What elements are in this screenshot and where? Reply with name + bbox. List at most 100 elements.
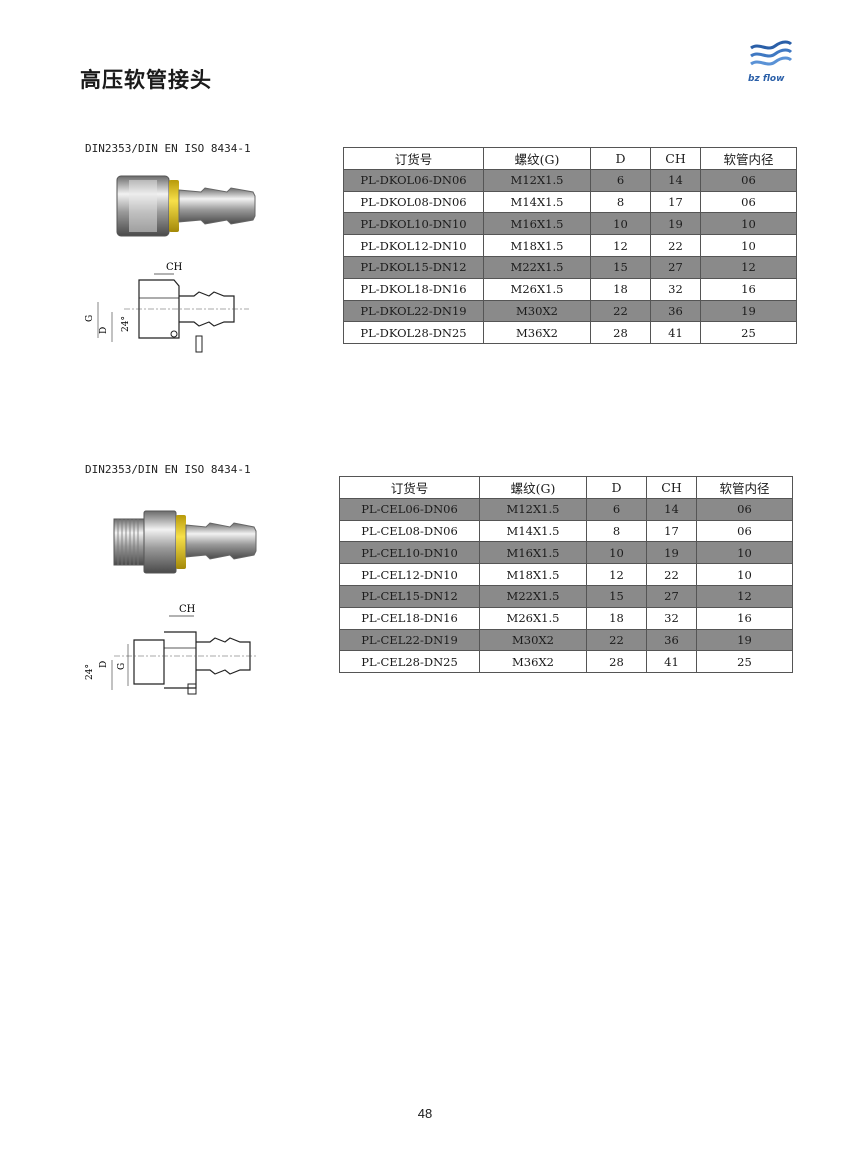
cell-order-no: PL-DKOL06-DN06 [343,168,484,192]
cell-ch: 41 [650,321,701,345]
header-hose-id: 软管内径 [696,476,793,499]
cell-order-no: PL-CEL15-DN12 [339,584,480,608]
cell-thread: M14X1.5 [483,190,591,214]
header-order-no: 订货号 [343,147,484,170]
cell-order-no: PL-CEL12-DN10 [339,563,480,586]
page-title: 高压软管接头 [80,68,212,92]
cell-d: 10 [590,212,651,236]
cell-d: 6 [590,168,651,192]
fitting-drawing-cel: CH 24° D G [85,604,256,695]
header-hose-id: 软管内径 [700,147,797,170]
drawing-label-d: D [99,661,109,668]
drawing-label-g: G [117,663,127,670]
table-row: PL-CEL18-DN16 M26X1.5 18 32 16 [339,606,793,630]
cell-d: 10 [586,541,647,565]
cell-order-no: PL-DKOL10-DN10 [343,212,484,236]
cell-ch: 19 [646,541,697,565]
table-row: PL-CEL08-DN06 M14X1.5 8 17 06 [339,519,793,543]
spec-table-dkol: 订货号 螺纹(G) D CH 软管内径 PL-DKOL06-DN06 M12X1… [343,147,797,345]
cell-thread: M12X1.5 [483,168,591,192]
cell-thread: M22X1.5 [479,584,587,608]
cell-ch: 32 [646,606,697,630]
cell-ch: 19 [650,212,701,236]
cell-hose-id: 25 [700,321,797,345]
table-row: PL-CEL28-DN25 M36X2 28 41 25 [339,650,793,674]
standard-label: DIN2353/DIN EN ISO 8434-1 [85,142,251,155]
cell-order-no: PL-DKOL28-DN25 [343,321,484,345]
cell-hose-id: 06 [696,519,793,543]
cell-order-no: PL-DKOL08-DN06 [343,190,484,214]
cell-d: 12 [586,563,647,586]
cell-ch: 32 [650,277,701,301]
table-header-row: 订货号 螺纹(G) D CH 软管内径 [339,476,793,499]
table-row: PL-CEL12-DN10 M18X1.5 12 22 10 [339,563,793,586]
header-ch: CH [650,147,701,170]
drawing-label-d: D [99,327,109,334]
cell-hose-id: 10 [700,234,797,257]
cell-hose-id: 06 [696,497,793,521]
cell-hose-id: 19 [696,628,793,652]
cell-order-no: PL-CEL06-DN06 [339,497,480,521]
table-row: PL-CEL06-DN06 M12X1.5 6 14 06 [339,497,793,521]
cell-order-no: PL-DKOL18-DN16 [343,277,484,301]
drawing-label-g: G [85,315,95,322]
cell-hose-id: 06 [700,190,797,214]
cell-hose-id: 16 [700,277,797,301]
cell-order-no: PL-CEL10-DN10 [339,541,480,565]
cell-d: 18 [590,277,651,301]
cell-thread: M36X2 [483,321,591,345]
table-row: PL-CEL22-DN19 M30X2 22 36 19 [339,628,793,652]
table-row: PL-DKOL28-DN25 M36X2 28 41 25 [343,321,797,345]
cell-hose-id: 10 [696,541,793,565]
cell-thread: M18X1.5 [479,563,587,586]
cell-order-no: PL-DKOL12-DN10 [343,234,484,257]
cell-thread: M12X1.5 [479,497,587,521]
spec-table-cel: 订货号 螺纹(G) D CH 软管内径 PL-CEL06-DN06 M12X1.… [339,476,793,674]
cell-hose-id: 12 [696,584,793,608]
drawing-label-angle: 24° [121,316,131,332]
table-row: PL-CEL10-DN10 M16X1.5 10 19 10 [339,541,793,565]
cell-ch: 27 [650,255,701,279]
cell-hose-id: 12 [700,255,797,279]
cell-order-no: PL-DKOL22-DN19 [343,299,484,323]
cell-ch: 14 [650,168,701,192]
cell-thread: M18X1.5 [483,234,591,257]
cell-thread: M16X1.5 [483,212,591,236]
cell-d: 8 [590,190,651,214]
cell-ch: 17 [650,190,701,214]
table-row: PL-DKOL10-DN10 M16X1.5 10 19 10 [343,212,797,236]
cell-hose-id: 10 [700,212,797,236]
cell-ch: 36 [650,299,701,323]
cell-thread: M30X2 [483,299,591,323]
fitting-photo-dkol [116,175,256,237]
cell-ch: 14 [646,497,697,521]
cell-ch: 22 [646,563,697,586]
bz-flow-logo [750,40,793,66]
cell-order-no: PL-CEL18-DN16 [339,606,480,630]
cell-order-no: PL-CEL22-DN19 [339,628,480,652]
cell-thread: M14X1.5 [479,519,587,543]
cell-hose-id: 10 [696,563,793,586]
cell-d: 15 [590,255,651,279]
cell-d: 18 [586,606,647,630]
cell-ch: 36 [646,628,697,652]
table-row: PL-DKOL18-DN16 M26X1.5 18 32 16 [343,277,797,301]
table-header-row: 订货号 螺纹(G) D CH 软管内径 [343,147,797,170]
cell-ch: 41 [646,650,697,674]
header-order-no: 订货号 [339,476,480,499]
cell-d: 22 [590,299,651,323]
header-d: D [590,147,651,170]
cell-d: 15 [586,584,647,608]
table-row: PL-DKOL15-DN12 M22X1.5 15 27 12 [343,255,797,279]
table-row: PL-DKOL06-DN06 M12X1.5 6 14 06 [343,168,797,192]
cell-ch: 27 [646,584,697,608]
cell-order-no: PL-CEL28-DN25 [339,650,480,674]
cell-hose-id: 25 [696,650,793,674]
cell-d: 28 [590,321,651,345]
page-number: 48 [417,1106,433,1121]
drawing-label-ch: CH [179,604,196,615]
table-row: PL-DKOL12-DN10 M18X1.5 12 22 10 [343,234,797,257]
cell-ch: 17 [646,519,697,543]
header-thread: 螺纹(G) [479,476,587,499]
header-d: D [586,476,647,499]
